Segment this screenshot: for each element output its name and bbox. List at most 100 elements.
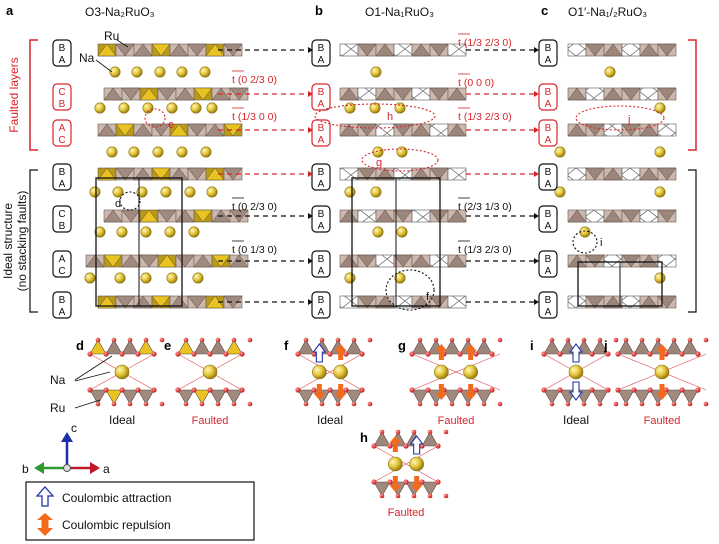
octahedron-face (357, 295, 377, 309)
stacking-box: AC (52, 119, 72, 147)
oxygen-atom (143, 401, 149, 407)
stacking-box: BA (311, 250, 331, 278)
na-atom (142, 102, 154, 114)
na-atom (140, 226, 152, 238)
small-panel-letter: d (76, 338, 84, 353)
octahedron-face (151, 167, 171, 181)
oxygen-atom (433, 401, 439, 407)
na-atom (114, 364, 130, 380)
octahedron-top (137, 339, 155, 355)
panel-b-letter: b (315, 3, 323, 18)
stacking-box: CB (52, 83, 72, 111)
small-panel-letter: h (360, 430, 368, 445)
oxygen-atom (311, 351, 317, 357)
na-atom (604, 66, 616, 78)
bond-line (373, 445, 439, 483)
stacking-letter-top: B (59, 295, 66, 306)
octahedron-bottom (543, 389, 561, 405)
oxygen-atom (679, 387, 685, 393)
connector-bc-head (534, 171, 539, 177)
oxygen-atom (199, 401, 205, 407)
bond-line (297, 353, 363, 391)
oxygen-atom (303, 337, 309, 343)
vacancy-cell (621, 43, 641, 57)
octahedron-bottom (681, 389, 699, 405)
vacancy-cell (567, 43, 587, 57)
octahedron-face (187, 123, 207, 137)
oxygen-atom (473, 351, 479, 357)
octahedron-bottom (591, 389, 609, 405)
octahedron-face (169, 167, 189, 181)
oxygen-atom (639, 337, 645, 343)
stacking-letter-bottom: B (59, 99, 66, 110)
connector-ab-head (308, 127, 313, 133)
oxygen-atom (191, 387, 197, 393)
octahedron-face (151, 295, 171, 309)
octahedron-top (421, 431, 439, 447)
octahedron-top (345, 339, 363, 355)
octahedron-face (187, 167, 207, 181)
vacancy-cell (585, 209, 605, 223)
oxygen-atom (111, 401, 117, 407)
repulsion-arrow-icon (410, 476, 423, 492)
stacking-letter-bottom: B (59, 221, 66, 232)
octahedron-face (357, 254, 377, 268)
octahedron-face (187, 43, 207, 57)
na-atom (116, 226, 128, 238)
panel-a-title: O3-Na₂RuO₃ (85, 5, 155, 19)
vacancy-cell (639, 209, 659, 223)
stacking-box-frame (538, 39, 558, 67)
na-pointer (95, 59, 113, 73)
axes-indicator: c a b (22, 421, 110, 476)
octahedron-top (617, 339, 635, 355)
octahedron-top (121, 339, 139, 355)
octahedron-face (585, 254, 605, 268)
na-atom (554, 146, 566, 158)
octahedron-top (443, 339, 461, 355)
oxygen-atom (95, 401, 101, 407)
small-ru-pointer (74, 399, 101, 409)
vacancy-cell (657, 254, 677, 268)
octahedron-face (639, 167, 659, 181)
octahedron-face (97, 123, 117, 137)
octahedron-bottom (297, 389, 315, 405)
connector-ab-head (308, 91, 313, 97)
octahedron-face (393, 209, 413, 223)
octahedron-face (103, 209, 123, 223)
octahedron-face (157, 209, 177, 223)
stacking-box: BA (538, 119, 558, 147)
small-panel-letter: i (530, 338, 534, 353)
oxygen-atom (403, 479, 409, 485)
octahedron-top (411, 339, 429, 355)
na-atom (654, 146, 666, 158)
octahedron-face (175, 209, 195, 223)
stacking-box: AC (52, 250, 72, 278)
marker-label: h (387, 111, 393, 123)
oxygen-atom (231, 401, 237, 407)
small-na-pointer-2 (74, 371, 111, 382)
marker-ellipse (314, 103, 436, 129)
octahedron-bottom (177, 389, 195, 405)
octahedron-face (567, 123, 587, 137)
na-atom (200, 146, 212, 158)
repulsion-arrow-icon (435, 384, 448, 400)
octahedron-top (373, 431, 391, 447)
na-atom (206, 102, 218, 114)
na-atom (190, 102, 202, 114)
octahedron-face (657, 43, 677, 57)
octahedron-face (411, 254, 431, 268)
octahedron-face (169, 123, 189, 137)
oxygen-atom (403, 443, 409, 449)
oxygen-atom (671, 337, 677, 343)
octahedron-bottom (475, 389, 493, 405)
small-panel-caption: Faulted (644, 415, 681, 427)
faulted-bracket-left (29, 39, 38, 151)
octahedron-bottom (411, 389, 429, 405)
na-atom (184, 186, 196, 198)
octahedron-face (639, 295, 659, 309)
stacking-letter-bottom: A (545, 179, 552, 190)
stacking-box-frame (52, 205, 72, 233)
stacking-box-frame (311, 250, 331, 278)
octahedron-face (429, 43, 449, 57)
